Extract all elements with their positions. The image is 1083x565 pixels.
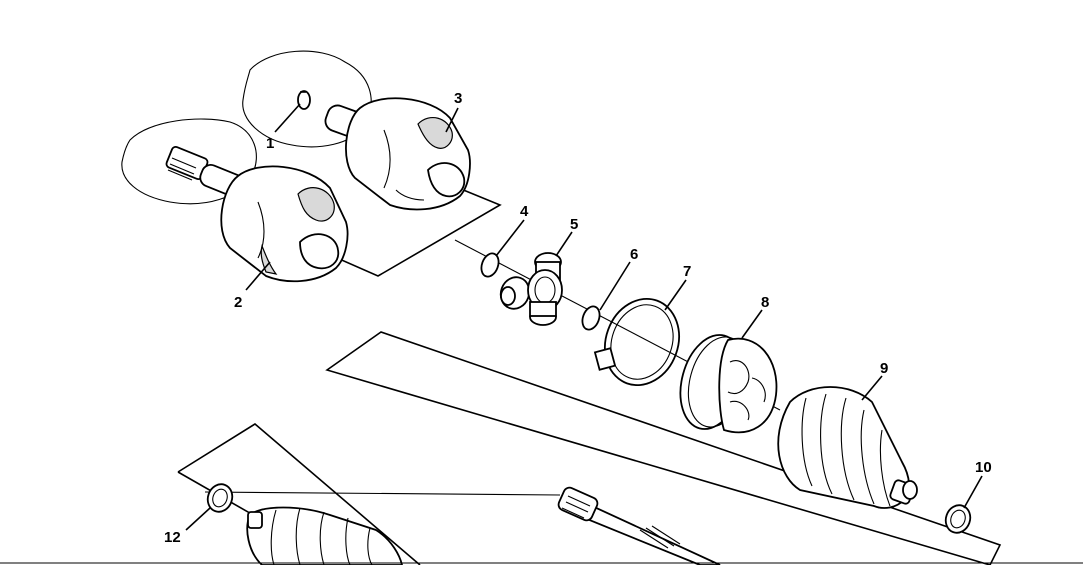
part-12-small-clamp-inner [212,488,228,508]
part-6-circlip [581,305,601,331]
lower-left-boot [246,506,403,565]
leader-3 [445,107,459,133]
part-9-rubber-boot [777,386,918,509]
leader-5 [555,231,573,257]
callout-3: 3 [454,90,462,107]
callout-8: 8 [761,294,769,311]
part-12-small-clamp [206,483,234,513]
bottom-left-group-frame [177,423,421,565]
part-5-tripod-spider [499,252,563,326]
part-7-clamp-band [593,297,680,387]
leader-9 [861,375,883,401]
leader-7 [664,279,687,311]
part-4-circlip [480,252,500,278]
callout-7: 7 [683,263,691,280]
lower-group-frame [325,331,1002,565]
part-3-tripod-housing [324,97,471,211]
splined-drive-shaft [557,486,721,565]
callout-6: 6 [630,246,638,263]
lower-axis-line [204,491,561,496]
part-10-small-clamp [944,504,972,534]
part-1-circlip [297,90,311,110]
callout-4: 4 [520,203,529,220]
callout-1: 1 [266,135,274,152]
leader-10 [963,475,983,509]
callout-5: 5 [570,216,578,233]
callout-12: 12 [164,529,181,546]
leader-2 [245,261,271,291]
leader-1 [274,103,301,133]
part-8-seal-flange [679,334,778,434]
leader-4 [495,219,525,257]
callout-10: 10 [975,459,992,476]
leader-12 [185,507,211,531]
callout-2: 2 [234,294,242,311]
part-10-small-clamp-inner [950,509,966,529]
leader-8 [741,309,763,339]
callout-9: 9 [880,360,888,377]
part-2-tripod-housing-splined [165,145,349,283]
leader-6 [599,261,631,311]
